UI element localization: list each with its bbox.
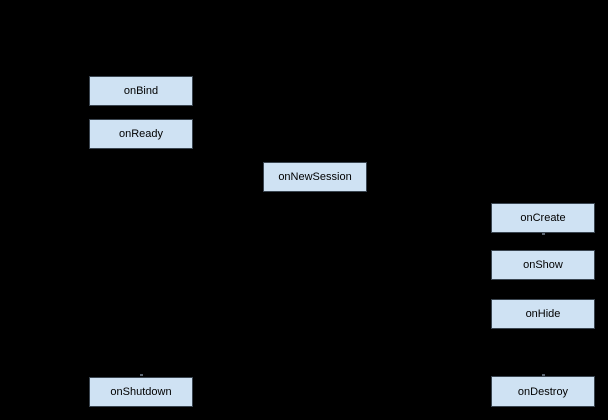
node-onhide: onHide <box>491 299 595 329</box>
node-onbind: onBind <box>89 76 193 106</box>
diagram-node-label: onReady <box>118 128 164 140</box>
node-oncreate: onCreate <box>491 203 595 233</box>
node-onnewsession: onNewSession <box>263 162 367 192</box>
stub-above-onshutdown <box>140 374 143 376</box>
stub-below-oncreate <box>542 233 545 235</box>
stub-above-ondestroy <box>542 374 545 376</box>
diagram-node-label: onBind <box>123 85 159 97</box>
diagram-node-label: onNewSession <box>278 171 352 183</box>
diagram-node-label: onHide <box>525 308 561 320</box>
diagram-node-label: onShow <box>523 259 563 271</box>
diagram-node-label: onCreate <box>520 212 566 224</box>
diagram-node-label: onShutdown <box>110 386 172 398</box>
node-onshutdown: onShutdown <box>89 377 193 407</box>
node-onready: onReady <box>89 119 193 149</box>
node-ondestroy: onDestroy <box>491 376 595 407</box>
node-onshow: onShow <box>491 250 595 280</box>
diagram-node-label: onDestroy <box>517 385 569 398</box>
